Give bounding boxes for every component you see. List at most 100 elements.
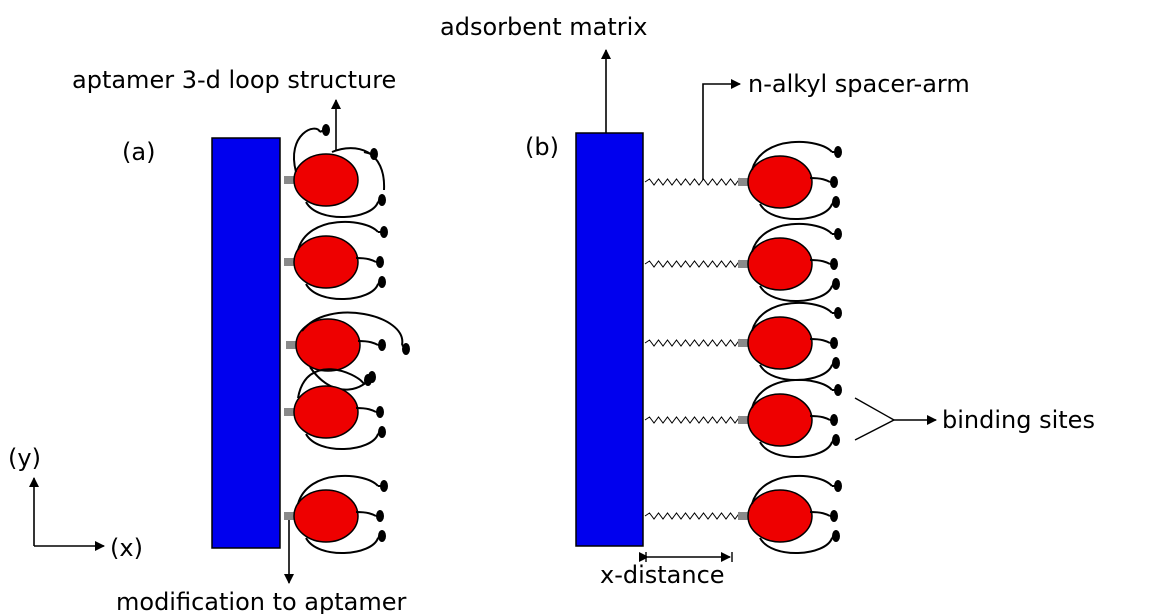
aptamer-loop [751,140,833,171]
binding-site [832,530,840,542]
label-aptamer-loop: aptamer 3-d loop structure [72,66,396,94]
linker-stub [738,260,750,268]
aptamer-loop [293,127,321,173]
label-axis-y: (y) [8,444,41,472]
aptamer-loop [305,283,379,300]
aptamer-loop [297,368,365,399]
aptamer-loop [759,285,833,302]
aptamer-column-a [284,124,410,554]
label-x-distance: x-distance [600,561,725,589]
aptamer-loop [751,301,833,332]
aptamer-loop [355,511,377,517]
aptamer-loop [809,177,831,183]
binding-site [830,414,838,426]
aptamer-body [293,489,359,543]
linker-stub [284,512,296,520]
linker-stub [284,258,296,266]
aptamer-loop [301,311,404,346]
adsorbent-matrix-b [575,132,644,547]
aptamer-loop [809,415,831,421]
binding-site [378,339,386,351]
label-binding-sites: binding sites [942,406,1095,434]
aptamer-loop [305,201,379,218]
binding-site [832,357,840,369]
binding-sites-pointer [854,397,937,441]
binding-site [834,146,842,158]
binding-site [378,194,386,206]
aptamer-body [295,318,361,372]
aptamer-unit [644,222,842,302]
aptamer-loop [297,474,379,505]
binding-site [380,226,388,238]
aptamer-loop [759,537,833,554]
aptamer-body [747,316,813,370]
aptamer-loop [809,511,831,517]
binding-site [834,480,842,492]
aptamer-loop [305,433,379,450]
binding-site [830,510,838,522]
spacer-arm-arrow [702,79,741,180]
aptamer-loop [305,537,379,554]
aptamer-loop [355,257,377,263]
binding-site [402,343,410,355]
aptamer-unit [644,474,842,554]
aptamer-loop [751,222,833,253]
spacer-arm [644,259,741,268]
aptamer-loop [357,340,379,346]
binding-site [378,276,386,288]
binding-site [378,530,386,542]
aptamer-body [747,489,813,543]
aptamer-body [747,237,813,291]
aptamer-unit [284,220,388,300]
binding-site [832,278,840,290]
label-axis-x: (x) [110,534,143,562]
label-modification: modification to aptamer [116,588,407,614]
binding-site [832,434,840,446]
aptamer-unit [284,474,388,554]
aptamer-loop [297,220,379,251]
aptamer-loop [751,378,833,409]
linker-stub [286,341,298,349]
aptamer-body [293,153,359,207]
aptamer-loop [355,407,377,413]
label-spacer-arm: n-alkyl spacer-arm [748,70,970,98]
spacer-arm [644,415,741,424]
label-panel-a: (a) [122,138,155,166]
spacer-arm [644,511,741,520]
aptamer-loop [751,474,833,505]
binding-site [834,228,842,240]
aptamer-unit [644,378,842,458]
aptamer-loop [759,441,833,458]
aptamer-column-b [644,140,842,554]
binding-site [322,124,330,136]
aptamer-loop [809,259,831,265]
binding-site [370,148,378,160]
binding-site [834,307,842,319]
aptamer-loop [809,338,831,344]
binding-site [832,196,840,208]
aptamer-body [293,385,359,439]
binding-site [830,258,838,270]
binding-site [376,406,384,418]
aptamer-body [293,235,359,289]
axis-indicator [29,477,105,551]
linker-stub [284,408,296,416]
label-adsorbent-matrix: adsorbent matrix [440,13,647,41]
aptamer-unit [644,140,842,220]
spacer-arm [644,177,741,186]
binding-site [376,510,384,522]
adsorbent-matrix-a [211,137,281,549]
linker-stub [738,416,750,424]
linker-stub [738,339,750,347]
label-panel-b: (b) [525,133,559,161]
binding-site [378,426,386,438]
aptamer-loop [759,203,833,220]
spacer-arm [644,338,741,347]
linker-stub [284,176,296,184]
binding-site [380,480,388,492]
aptamer-unit [284,368,386,450]
linker-stub [738,178,750,186]
aptamer-body [747,393,813,447]
